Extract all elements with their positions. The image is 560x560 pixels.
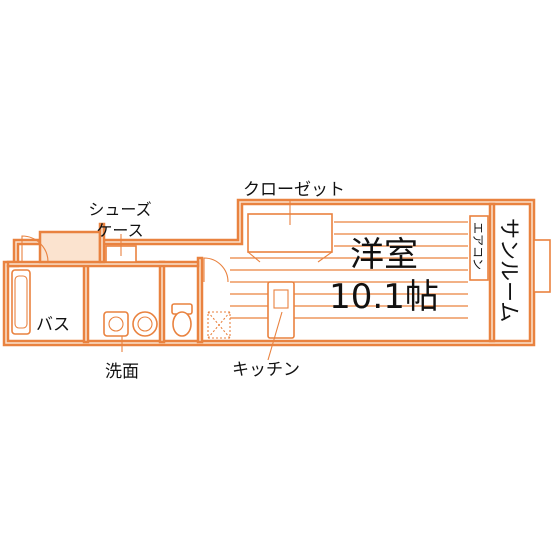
washbasin (103, 311, 158, 337)
label-sunroom: サンルーム (497, 218, 521, 322)
bathtub (11, 269, 31, 335)
label-aircon: エアコン (471, 222, 485, 270)
interior-walls (6, 202, 496, 344)
label-washroom: 洗面 (105, 362, 139, 382)
sunroom-window (533, 239, 551, 293)
aircon-unit (469, 215, 489, 281)
kitchen-counter (267, 281, 295, 339)
label-western-room-name: 洋室 (350, 235, 418, 275)
label-shoe-case-line2: ケース (96, 221, 143, 240)
label-shoe-case-line1: シューズ (88, 200, 151, 219)
shoe-case (105, 234, 137, 263)
laundry-space (207, 311, 231, 339)
closet (247, 200, 333, 263)
label-kitchen: キッチン (232, 360, 300, 380)
toilet (171, 303, 193, 337)
entrance-door (21, 235, 49, 263)
room-door (203, 257, 229, 283)
leader-lines (121, 311, 283, 361)
label-bath: バス (36, 315, 70, 335)
label-western-room-size: 10.1帖 (329, 277, 439, 317)
label-closet: クローゼット (243, 180, 345, 200)
